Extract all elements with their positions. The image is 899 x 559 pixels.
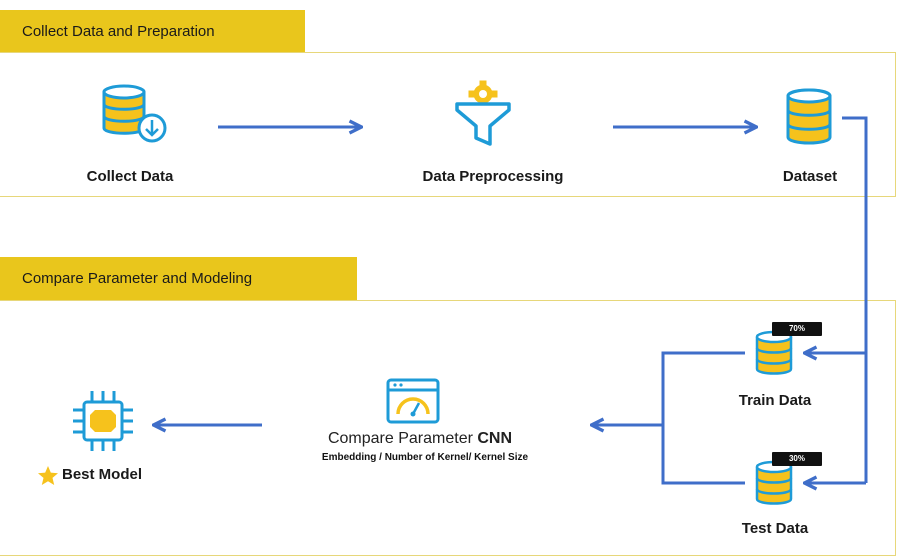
connector-train-test-bracket xyxy=(661,351,745,485)
train-data-label: Train Data xyxy=(738,392,812,409)
filter-gear-icon xyxy=(455,80,511,146)
chip-icon xyxy=(73,391,133,451)
compare-parameter-sublabel: Embedding / Number of Kernel/ Kernel Siz… xyxy=(321,452,529,463)
database-icon xyxy=(755,460,793,505)
gauge-window-icon xyxy=(386,378,440,424)
database-icon xyxy=(755,330,793,375)
train-split-badge: 70% xyxy=(772,322,822,336)
dataset-label: Dataset xyxy=(782,168,838,185)
database-icon xyxy=(786,88,832,145)
compare-parameter-prefix: Compare Parameter xyxy=(327,430,478,447)
database-download-icon xyxy=(102,84,167,143)
compare-section-title: Compare Parameter and Modeling xyxy=(0,257,357,300)
connector-dataset-down xyxy=(842,116,868,483)
best-model-label: Best Model xyxy=(62,466,143,483)
collect-section-frame xyxy=(0,52,896,197)
test-data-label: Test Data xyxy=(741,520,809,537)
test-split-badge: 30% xyxy=(772,452,822,466)
compare-section-frame xyxy=(0,300,896,556)
data-preprocessing-label: Data Preprocessing xyxy=(422,168,564,185)
collect-section-title: Collect Data and Preparation xyxy=(0,10,305,52)
star-icon xyxy=(38,466,58,485)
compare-parameter-label: Compare Parameter CNN xyxy=(280,430,560,448)
compare-parameter-cnn: CNN xyxy=(477,430,513,447)
collect-data-label: Collect Data xyxy=(86,168,174,185)
